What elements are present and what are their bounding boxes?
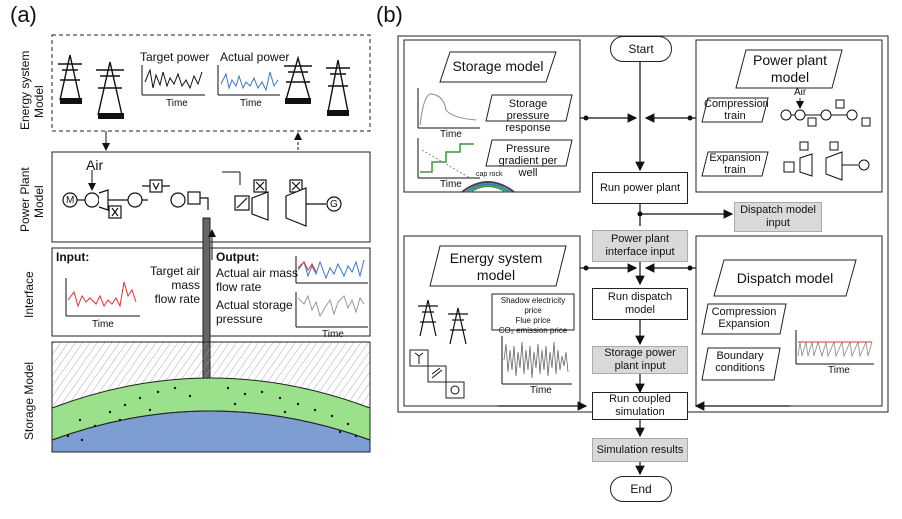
end-node: End (610, 476, 672, 502)
start-node: Start (610, 36, 672, 62)
pp-compression-icon (780, 99, 871, 127)
output-plots (295, 256, 368, 328)
air-label: Air (86, 157, 104, 173)
run-power-plant-node: Run power plant (592, 172, 688, 204)
pp-expansion-icon (783, 141, 870, 181)
storage-time-1: Time (440, 129, 462, 140)
generator-label: G (330, 199, 338, 210)
sim-results-node: Simulation results (592, 438, 688, 462)
storage-time-2: Time (440, 179, 462, 190)
time-label-1: Time (166, 98, 188, 109)
biomass-icon (445, 381, 465, 399)
energy-system-side-label: Energy system (18, 50, 32, 130)
panel-a-label: (a) (10, 2, 37, 27)
flow-rate-plot (417, 138, 480, 179)
panel-b-label: (b) (376, 2, 403, 27)
expansion-train-schematic (234, 179, 342, 227)
power-plant-side-label: Power Plant (18, 167, 32, 232)
input-label: Input: (56, 250, 90, 264)
b-pylon-icon (418, 299, 468, 345)
dispatch-model-title: Dispatch model (736, 270, 834, 286)
target-power-label: Target power (140, 50, 210, 64)
interface-side-label: Interface (22, 271, 36, 318)
load-plot (795, 330, 874, 365)
pp-air-label: Air (794, 87, 807, 98)
actual-power-label: Actual power (220, 50, 290, 64)
price-plot (501, 336, 572, 385)
energy-system-side-label-2: Model (32, 85, 46, 118)
output-label: Output: (216, 250, 260, 264)
storage-model-title: Storage model (452, 58, 544, 74)
pylon-icon (58, 54, 350, 116)
load-time-label: Time (828, 365, 850, 376)
pressure-plot (417, 88, 480, 129)
cap-rock-label: cap rock (476, 171, 503, 178)
input-flow-plot (65, 278, 140, 317)
storage-side-label: Storage Model (22, 361, 36, 440)
actual-power-plot (217, 65, 280, 96)
output-time-label: Time (322, 329, 344, 340)
target-power-plot (141, 65, 205, 96)
power-plant-side-label-2: Model (32, 185, 46, 218)
power-plant-box (51, 151, 371, 243)
motor-label: M (66, 195, 75, 206)
interface-box (51, 247, 371, 337)
compression-train-schematic (62, 179, 209, 219)
time-label-2: Time (240, 98, 262, 109)
price-time-label: Time (530, 385, 552, 396)
input-time-label: Time (92, 319, 114, 330)
cap-rock-icon (461, 181, 515, 193)
energy-system-box (51, 34, 371, 132)
